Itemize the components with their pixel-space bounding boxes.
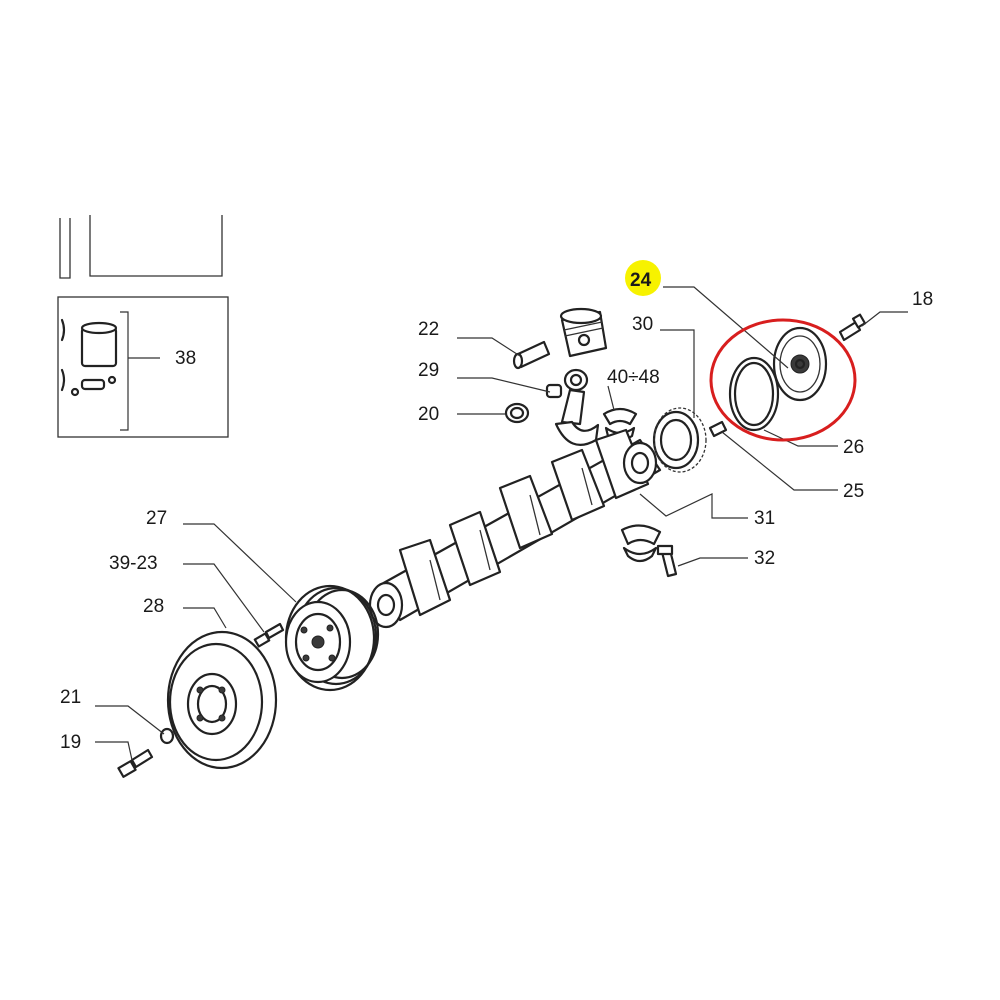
thrust-washer: [504, 402, 530, 424]
timing-gear: [652, 407, 707, 473]
vibration-damper-pulley: [284, 584, 380, 692]
crankshaft: [368, 428, 662, 629]
callout-25: 25: [843, 481, 864, 502]
callout-18: 18: [912, 289, 933, 310]
callout-32: 32: [754, 548, 775, 569]
cylinder-liner-kit: [60, 311, 160, 431]
callout-29: 29: [418, 360, 439, 381]
callout-22: 22: [418, 319, 439, 340]
thrust-half-ring: [620, 524, 662, 563]
connecting-rod: [554, 368, 600, 446]
callout-31: 31: [754, 508, 775, 529]
dowel-pin: [708, 420, 728, 438]
pulley-washer: [159, 727, 175, 745]
piston: [559, 307, 608, 358]
damper-bolt: [253, 622, 285, 648]
piston-pin: [512, 340, 551, 370]
callout-26: 26: [843, 437, 864, 458]
crankshaft-pulley: [166, 630, 278, 770]
flange-bolt: [838, 313, 867, 342]
oil-seal-ring: [728, 356, 780, 432]
bearing-cap-bolt: [656, 544, 678, 578]
callout-19: 19: [60, 732, 81, 753]
leader-lines: [95, 286, 908, 761]
crankshaft-flange: [772, 326, 828, 402]
callout-21: 21: [60, 687, 81, 708]
callout-20: 20: [418, 404, 439, 425]
callout-30: 30: [632, 314, 653, 335]
callout-38: 38: [175, 348, 196, 369]
highlight-circle: [709, 318, 857, 442]
adjacent-frames: [57, 215, 229, 438]
pulley-bolt: [117, 748, 154, 778]
callout-24: 24: [630, 270, 652, 291]
callout-40-48: 40÷48: [607, 367, 660, 388]
callout-39-23: 39-23: [109, 553, 158, 574]
highlight-dot: [625, 260, 661, 296]
callout-28: 28: [143, 596, 164, 617]
small-end-bush: [545, 383, 563, 399]
callout-27: 27: [146, 508, 167, 529]
